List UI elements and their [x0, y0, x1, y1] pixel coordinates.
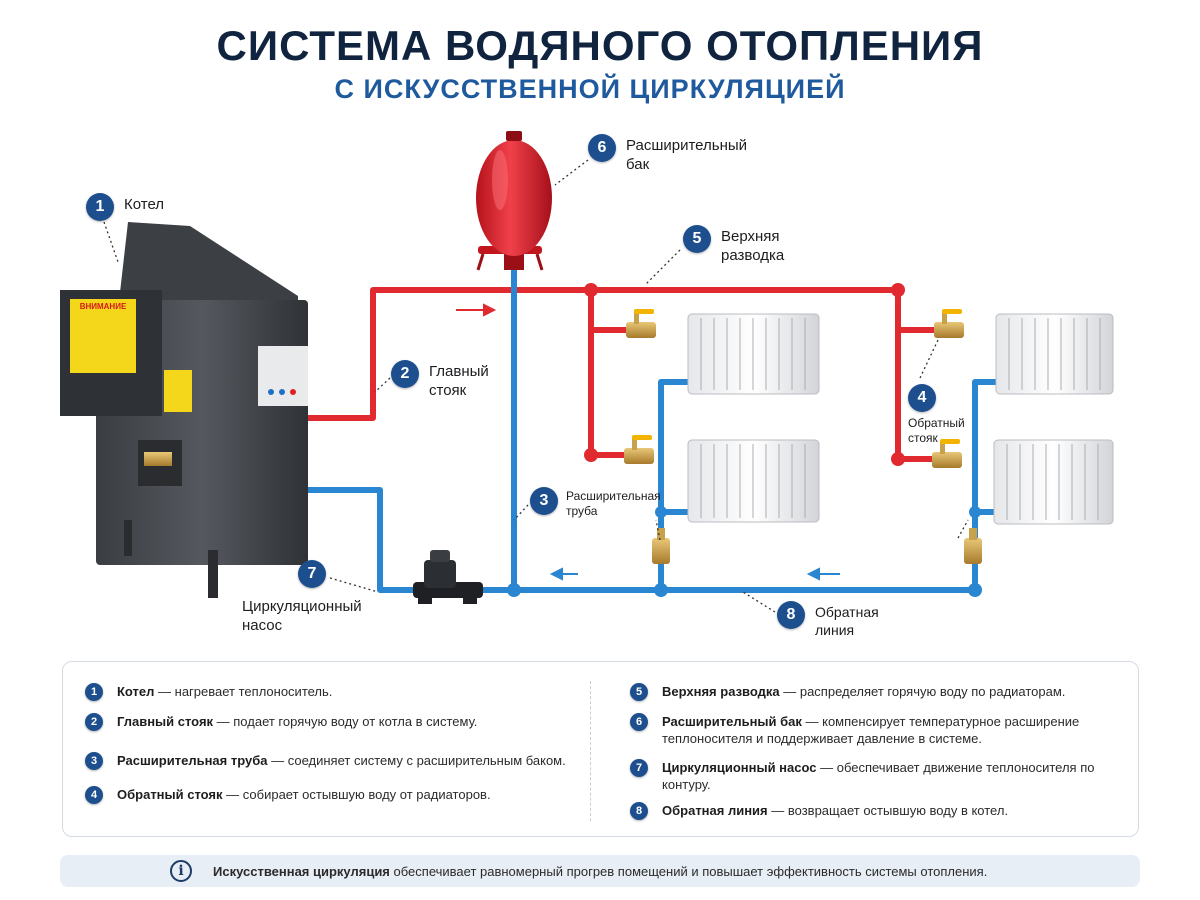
callout-label: Расширительный бак — [626, 137, 748, 173]
right-return-riser — [972, 379, 999, 593]
boiler-warning-label: ВНИМАНИЕ — [80, 302, 127, 311]
left-return-riser — [658, 379, 691, 593]
legend-desc: — собирает остывшую воду от радиаторов. — [222, 787, 491, 802]
legend-badge: 2 — [85, 713, 103, 731]
callout-badge: 2 — [391, 360, 419, 388]
info-text: Искусственная циркуляция обеспечивает ра… — [213, 864, 987, 879]
callout-label: Верхняя разводка — [721, 228, 785, 264]
callout-badge: 8 — [777, 601, 805, 629]
callout-label: Обратная линия — [815, 604, 879, 638]
callout-label: Обратный стояк — [908, 416, 965, 445]
radiator-top-right — [995, 313, 1114, 395]
callout-label: Расширительная труба — [566, 489, 661, 518]
legend-desc: — нагревает теплоноситель. — [154, 684, 333, 699]
page-subtitle: С ИСКУССТВЕННОЙ ЦИРКУЛЯЦИЕЙ — [334, 74, 846, 104]
callout-label: Котел — [124, 196, 165, 213]
info-icon: i — [170, 860, 192, 882]
callout-label: Главный стояк — [429, 363, 489, 399]
legend-item: 6 Расширительный бак — компенсирует темп… — [630, 713, 1110, 747]
legend-item: 7 Циркуляционный насос — обеспечивает дв… — [630, 759, 1110, 793]
legend-badge: 4 — [85, 786, 103, 804]
legend-badge: 7 — [630, 759, 648, 777]
main-riser-pipe — [303, 287, 901, 421]
boiler — [60, 222, 308, 598]
legend-term: Расширительный бак — [662, 714, 802, 729]
heating-diagram: ВНИМАНИЕ — [60, 131, 1114, 613]
callout-return-line: 8 Обратная линия — [777, 601, 895, 639]
legend-term: Обратный стояк — [117, 787, 223, 802]
cold-flow-arrows — [549, 567, 840, 581]
expansion-tank — [476, 131, 552, 271]
info-term: Искусственная циркуляция — [213, 864, 390, 879]
legend-divider — [590, 681, 591, 821]
info-desc: обеспечивает равномерный прогрев помещен… — [389, 864, 988, 879]
callout-badge: 4 — [908, 384, 936, 412]
callout-label: Циркуляционный насос — [242, 598, 362, 634]
callout-return-riser: 4 Обратный стояк — [908, 384, 978, 446]
hot-flow-arrows — [456, 289, 728, 317]
legend-item: 4 Обратный стояк — собирает остывшую вод… — [85, 786, 575, 804]
callout-main-riser: 2 Главный стояк — [391, 360, 509, 400]
info-banner — [60, 855, 1140, 887]
legend-desc: — подает горячую воду от котла в систему… — [213, 714, 478, 729]
callout-top-distribution: 5 Верхняя разводка — [683, 225, 801, 265]
leader-lines — [103, 159, 969, 613]
callout-expansion-tank: 6 Расширительный бак — [588, 134, 766, 174]
callout-badge: 7 — [298, 560, 326, 588]
page-title: СИСТЕМА ВОДЯНОГО ОТОПЛЕНИЯ — [216, 22, 984, 69]
pipe-joints — [507, 283, 982, 597]
legend-item: 8 Обратная линия — возвращает остывшую в… — [630, 802, 1110, 820]
return-line-pipe — [303, 487, 978, 593]
callout-badge: 5 — [683, 225, 711, 253]
legend-item: 5 Верхняя разводка — распределяет горячу… — [630, 683, 1110, 701]
radiator-bottom-left — [687, 439, 820, 523]
radiator-bottom-right — [993, 439, 1114, 525]
legend-term: Верхняя разводка — [662, 684, 780, 699]
radiator-top-left — [687, 313, 820, 395]
callout-boiler: 1 Котел — [86, 193, 164, 221]
legend-item: 1 Котел — нагревает теплоноситель. — [85, 683, 575, 701]
callout-badge: 3 — [530, 487, 558, 515]
legend-item: 3 Расширительная труба — соединяет систе… — [85, 752, 575, 770]
legend-badge: 6 — [630, 713, 648, 731]
radiator-valves — [624, 309, 982, 564]
legend-term: Главный стояк — [117, 714, 214, 729]
legend-desc: — обеспечивает движение теплоносителя по… — [662, 760, 1095, 792]
legend-desc: — компенсирует температурное расширение … — [662, 714, 1080, 746]
callout-expansion-pipe: 3 Расширительная труба — [530, 487, 666, 519]
legend-term: Циркуляционный насос — [662, 760, 817, 775]
circulation-pump — [413, 550, 483, 604]
legend-badge: 5 — [630, 683, 648, 701]
legend-desc: — возвращает остывшую воду в котел. — [767, 803, 1009, 818]
callout-badge: 1 — [86, 193, 114, 221]
cold-pipes — [303, 265, 999, 593]
legend-panel — [62, 661, 1139, 837]
callout-circulation-pump: 7 Циркуляционный насос — [242, 560, 382, 635]
legend-term: Обратная линия — [662, 803, 768, 818]
legend-item: 2 Главный стояк — подает горячую воду от… — [85, 713, 575, 731]
callout-badge: 6 — [588, 134, 616, 162]
legend-term: Расширительная труба — [117, 753, 268, 768]
legend-badge: 8 — [630, 802, 648, 820]
legend-badge: 1 — [85, 683, 103, 701]
legend-term: Котел — [117, 684, 155, 699]
legend-badge: 3 — [85, 752, 103, 770]
legend-desc: — распределяет горячую воду по радиатора… — [779, 684, 1066, 699]
legend-desc: — соединяет систему с расширительным бак… — [267, 753, 566, 768]
left-hot-branch — [588, 287, 643, 458]
